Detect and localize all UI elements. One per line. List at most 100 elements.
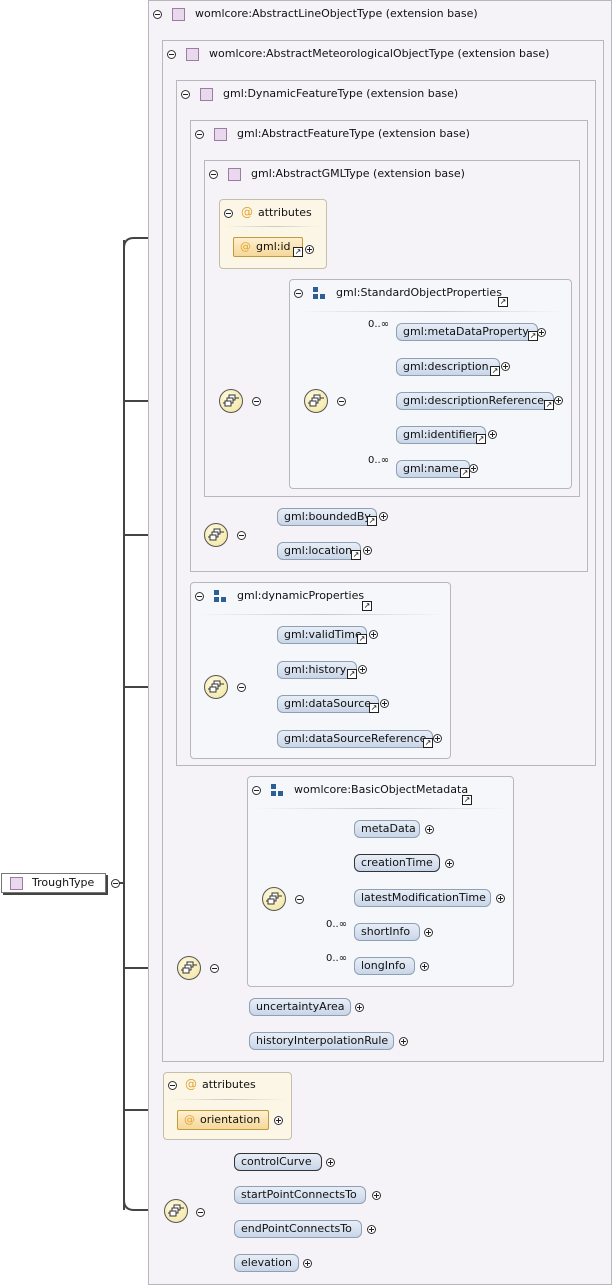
- collapse-icon[interactable]: [195, 592, 204, 601]
- element-gml-validtime[interactable]: gml:validTime↗: [277, 626, 367, 644]
- expand-icon[interactable]: [537, 328, 546, 337]
- arrow-up-right-icon[interactable]: ↗: [490, 366, 500, 376]
- expand-icon[interactable]: [424, 928, 433, 937]
- element-elevation[interactable]: elevation: [234, 1254, 299, 1272]
- collapse-icon[interactable]: [237, 683, 246, 692]
- group-label: gml:dynamicProperties: [237, 589, 365, 602]
- element-gml-metadataproperty[interactable]: gml:metaDataProperty↗: [396, 323, 538, 341]
- expand-icon[interactable]: [305, 245, 314, 254]
- element-gml-location[interactable]: gml:location↗: [277, 542, 361, 560]
- expand-icon[interactable]: [379, 512, 388, 521]
- expand-icon[interactable]: [303, 1259, 312, 1268]
- expand-icon[interactable]: [554, 396, 563, 405]
- collapse-icon[interactable]: [195, 130, 204, 139]
- arrow-up-right-icon[interactable]: ↗: [460, 468, 470, 478]
- expand-icon[interactable]: [445, 859, 454, 868]
- expand-icon[interactable]: [425, 825, 434, 834]
- collapse-icon[interactable]: [295, 895, 304, 904]
- expand-icon[interactable]: [380, 699, 389, 708]
- arrow-up-right-icon[interactable]: ↗: [351, 550, 361, 560]
- collapse-icon[interactable]: [111, 879, 120, 888]
- collapse-icon[interactable]: [168, 1081, 177, 1090]
- collapse-icon[interactable]: [252, 397, 261, 406]
- expand-icon[interactable]: [469, 464, 478, 473]
- element-label: gml:identifier: [403, 428, 477, 441]
- sequence-compositor-icon[interactable]: [262, 887, 286, 911]
- sequence-compositor-icon[interactable]: [177, 956, 201, 980]
- expand-icon[interactable]: [369, 630, 378, 639]
- element-shortinfo[interactable]: shortInfo: [354, 923, 420, 941]
- group-basic-object-metadata: [247, 776, 514, 987]
- attribute-gml-id[interactable]: @gml:id↗: [233, 237, 303, 257]
- separator: [254, 808, 508, 809]
- cardinality-label: 0..∞: [368, 319, 390, 330]
- expand-icon[interactable]: [433, 734, 442, 743]
- element-controlcurve[interactable]: controlCurve: [234, 1153, 322, 1171]
- expand-icon[interactable]: [355, 1003, 364, 1012]
- expand-icon[interactable]: [488, 430, 497, 439]
- collapse-icon[interactable]: [209, 170, 218, 179]
- element-creationtime[interactable]: creationTime: [354, 854, 440, 872]
- collapse-icon[interactable]: [153, 10, 162, 19]
- element-gml-history[interactable]: gml:history↗: [277, 661, 357, 679]
- element-latestmodificationtime[interactable]: latestModificationTime: [354, 889, 491, 907]
- collapse-icon[interactable]: [224, 209, 233, 218]
- expand-icon[interactable]: [399, 1037, 408, 1046]
- expand-icon[interactable]: [372, 1191, 381, 1200]
- collapse-icon[interactable]: [196, 1208, 205, 1217]
- arrow-up-right-icon[interactable]: ↗: [362, 601, 372, 611]
- root-type-trough[interactable]: TroughType: [1, 873, 106, 893]
- arrow-up-right-icon[interactable]: ↗: [357, 634, 367, 644]
- element-longinfo[interactable]: longInfo: [354, 957, 415, 975]
- element-gml-description[interactable]: gml:description↗: [396, 358, 500, 376]
- collapse-icon[interactable]: [237, 531, 246, 540]
- element-gml-boundedby[interactable]: gml:boundedBy↗: [277, 508, 377, 526]
- collapse-icon[interactable]: [210, 964, 219, 973]
- complex-type-icon: [172, 8, 185, 21]
- element-label: longInfo: [361, 959, 406, 972]
- expand-icon[interactable]: [358, 665, 367, 674]
- arrow-up-right-icon[interactable]: ↗: [423, 738, 433, 748]
- arrow-up-right-icon[interactable]: ↗: [347, 669, 357, 679]
- arrow-up-right-icon[interactable]: ↗: [476, 434, 486, 444]
- expand-icon[interactable]: [274, 1116, 283, 1125]
- arrow-up-right-icon[interactable]: ↗: [293, 247, 303, 257]
- sequence-compositor-icon[interactable]: [304, 389, 328, 413]
- arrow-up-right-icon[interactable]: ↗: [369, 703, 379, 713]
- arrow-up-right-icon[interactable]: ↗: [367, 516, 377, 526]
- arrow-up-right-icon[interactable]: ↗: [462, 795, 472, 805]
- arrow-up-right-icon[interactable]: ↗: [498, 297, 508, 307]
- element-endpointconnectsto[interactable]: endPointConnectsTo: [234, 1220, 362, 1238]
- collapse-icon[interactable]: [252, 786, 261, 795]
- element-metadata[interactable]: metaData: [354, 820, 420, 838]
- expand-icon[interactable]: [326, 1158, 335, 1167]
- expand-icon[interactable]: [501, 362, 510, 371]
- element-gml-identifier[interactable]: gml:identifier↗: [396, 426, 486, 444]
- base-type-label: gml:AbstractFeatureType (extension base): [237, 127, 470, 140]
- element-historyinterpolationrule[interactable]: historyInterpolationRule: [249, 1032, 394, 1050]
- expand-icon[interactable]: [420, 962, 429, 971]
- expand-icon[interactable]: [496, 894, 505, 903]
- attribute-label: gml:id: [256, 240, 291, 253]
- element-label: gml:location: [284, 544, 353, 557]
- element-gml-datasource[interactable]: gml:dataSource↗: [277, 695, 379, 713]
- arrow-up-right-icon[interactable]: ↗: [528, 331, 538, 341]
- element-gml-name[interactable]: gml:name↗: [396, 460, 470, 478]
- element-gml-datasourcereference[interactable]: gml:dataSourceReference↗: [277, 730, 433, 748]
- sequence-compositor-icon[interactable]: [204, 523, 228, 547]
- collapse-icon[interactable]: [294, 289, 303, 298]
- expand-icon[interactable]: [367, 1225, 376, 1234]
- attribute-orientation[interactable]: @orientation: [177, 1110, 269, 1130]
- element-gml-descriptionreference[interactable]: gml:descriptionReference↗: [396, 392, 554, 410]
- expand-icon[interactable]: [363, 546, 372, 555]
- collapse-icon[interactable]: [337, 397, 346, 406]
- element-label: elevation: [241, 1256, 292, 1269]
- sequence-compositor-icon[interactable]: [204, 675, 228, 699]
- sequence-compositor-icon[interactable]: [219, 389, 243, 413]
- element-startpointconnectsto[interactable]: startPointConnectsTo: [234, 1186, 366, 1204]
- arrow-up-right-icon[interactable]: ↗: [544, 400, 554, 410]
- collapse-icon[interactable]: [181, 90, 190, 99]
- sequence-compositor-icon[interactable]: [164, 1199, 188, 1223]
- collapse-icon[interactable]: [167, 50, 176, 59]
- element-uncertaintyarea[interactable]: uncertaintyArea: [249, 998, 351, 1016]
